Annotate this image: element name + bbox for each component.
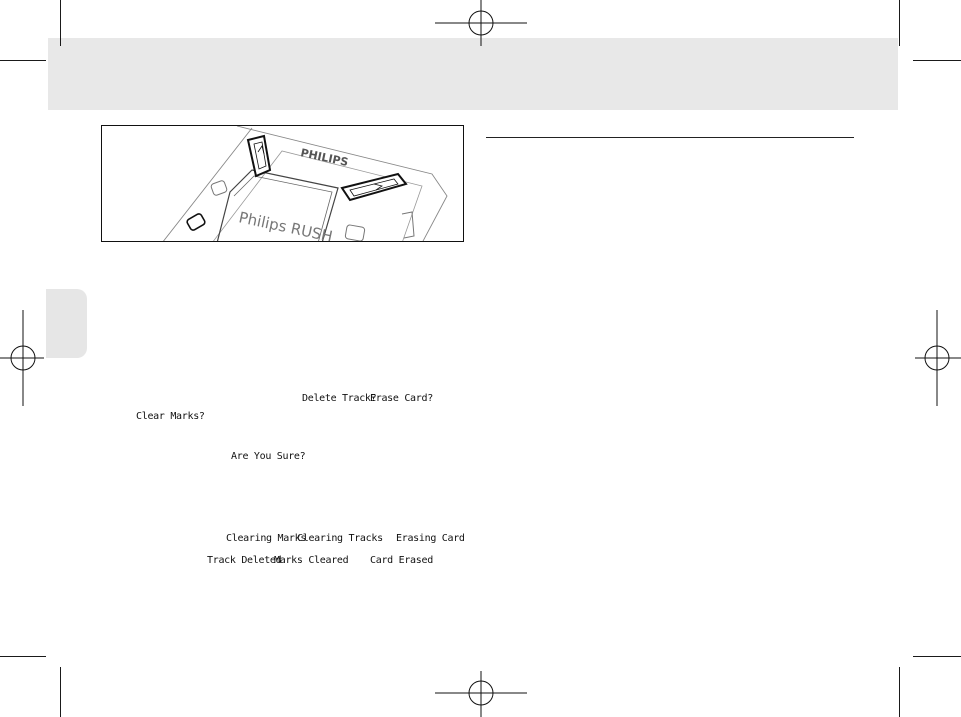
lcd-marks-cleared: Marks Cleared: [274, 555, 349, 566]
lcd-clearing-tracks: Clearing Tracks: [297, 533, 383, 544]
lcd-delete-track: Delete Track?: [302, 393, 377, 404]
lcd-erasing-card: Erasing Card: [396, 533, 465, 544]
device-illustration: Philips RUSH PHILIPS: [101, 125, 464, 242]
brand-label: PHILIPS: [299, 146, 349, 169]
registration-mark-icon: [915, 310, 961, 406]
lcd-are-you-sure: Are You Sure?: [231, 451, 306, 462]
registration-mark-icon: [435, 0, 527, 46]
right-arrow-button-icon: [340, 172, 408, 202]
up-arrow-button-icon: [246, 134, 272, 178]
header-band: [48, 38, 898, 110]
device-drawing: Philips RUSH PHILIPS: [162, 126, 448, 242]
side-tab: [46, 289, 87, 358]
lcd-erase-card: Erase Card?: [370, 393, 433, 404]
registration-mark-icon: [0, 310, 44, 406]
registration-mark-icon: [435, 671, 527, 717]
lcd-card-erased: Card Erased: [370, 555, 433, 566]
section-rule: [486, 137, 854, 138]
lcd-clear-marks: Clear Marks?: [136, 411, 205, 422]
lcd-clearing-marks: Clearing Marks: [226, 533, 307, 544]
screen-text: Philips RUSH: [237, 208, 334, 242]
lcd-track-deleted: Track Deleted: [207, 555, 282, 566]
